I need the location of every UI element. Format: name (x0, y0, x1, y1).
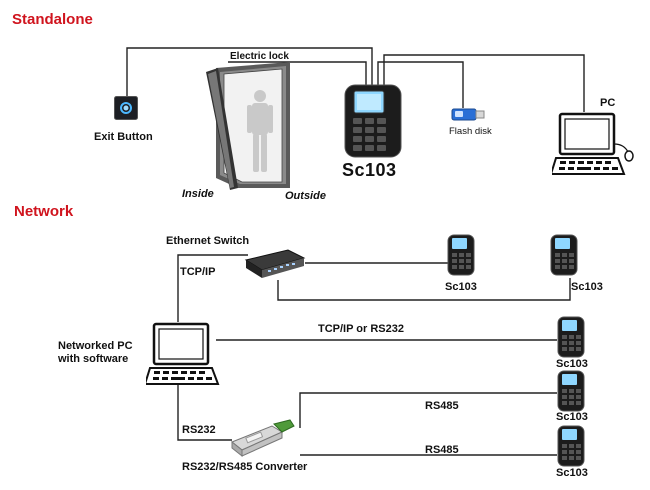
networked-computer-icon (143, 322, 220, 388)
door-icon (204, 60, 294, 192)
rs485-label-1: RS485 (425, 400, 459, 412)
device-label-4: Sc103 (556, 411, 588, 423)
wire-switch-device-2 (277, 278, 571, 301)
device-icon-5 (557, 425, 585, 467)
terminal-icon (344, 84, 402, 158)
ethernet-switch-label: Ethernet Switch (166, 235, 250, 247)
section-title-standalone: Standalone (12, 11, 93, 28)
converter-label: RS232/RS485 Converter (182, 461, 308, 473)
switch-icon (244, 248, 306, 280)
tcp-ip-or-rs232-label: TCP/IP or RS232 (318, 323, 404, 335)
wire-flash-disk (377, 61, 464, 108)
with-software-label: with software (58, 353, 129, 365)
wire-pc (383, 54, 585, 112)
section-title-network: Network (14, 203, 74, 220)
inside-label: Inside (182, 188, 214, 200)
device-label-2: Sc103 (571, 281, 603, 293)
device-label-5: Sc103 (556, 467, 588, 479)
wire-pc-converter (177, 385, 232, 441)
flash-disk-icon (451, 106, 485, 122)
exit-button-icon (114, 96, 138, 120)
device-label-3: Sc103 (556, 358, 588, 370)
converter-icon (228, 418, 298, 458)
tcp-ip-label: TCP/IP (180, 266, 216, 278)
wire-exit-button (126, 47, 373, 98)
rs232-label: RS232 (182, 424, 216, 436)
person-icon (245, 88, 275, 174)
terminal-label: Sc103 (342, 160, 397, 180)
outside-label: Outside (285, 190, 326, 202)
electric-lock-label: Electric lock (230, 51, 289, 62)
computer-icon (549, 112, 636, 178)
wire-electric-lock (228, 61, 367, 85)
device-label-1: Sc103 (445, 281, 477, 293)
wire-pc-switch (177, 254, 248, 322)
flash-disk-label: Flash disk (449, 126, 492, 137)
device-icon-4 (557, 370, 585, 412)
rs485-label-2: RS485 (425, 444, 459, 456)
pc-label: PC (600, 97, 616, 109)
networked-pc-label: Networked PC (58, 340, 133, 352)
device-icon-3 (557, 316, 585, 358)
exit-button-label: Exit Button (94, 131, 153, 143)
device-icon-2 (550, 234, 578, 276)
device-icon-1 (447, 234, 475, 276)
wire-converter-device-4 (299, 392, 557, 428)
